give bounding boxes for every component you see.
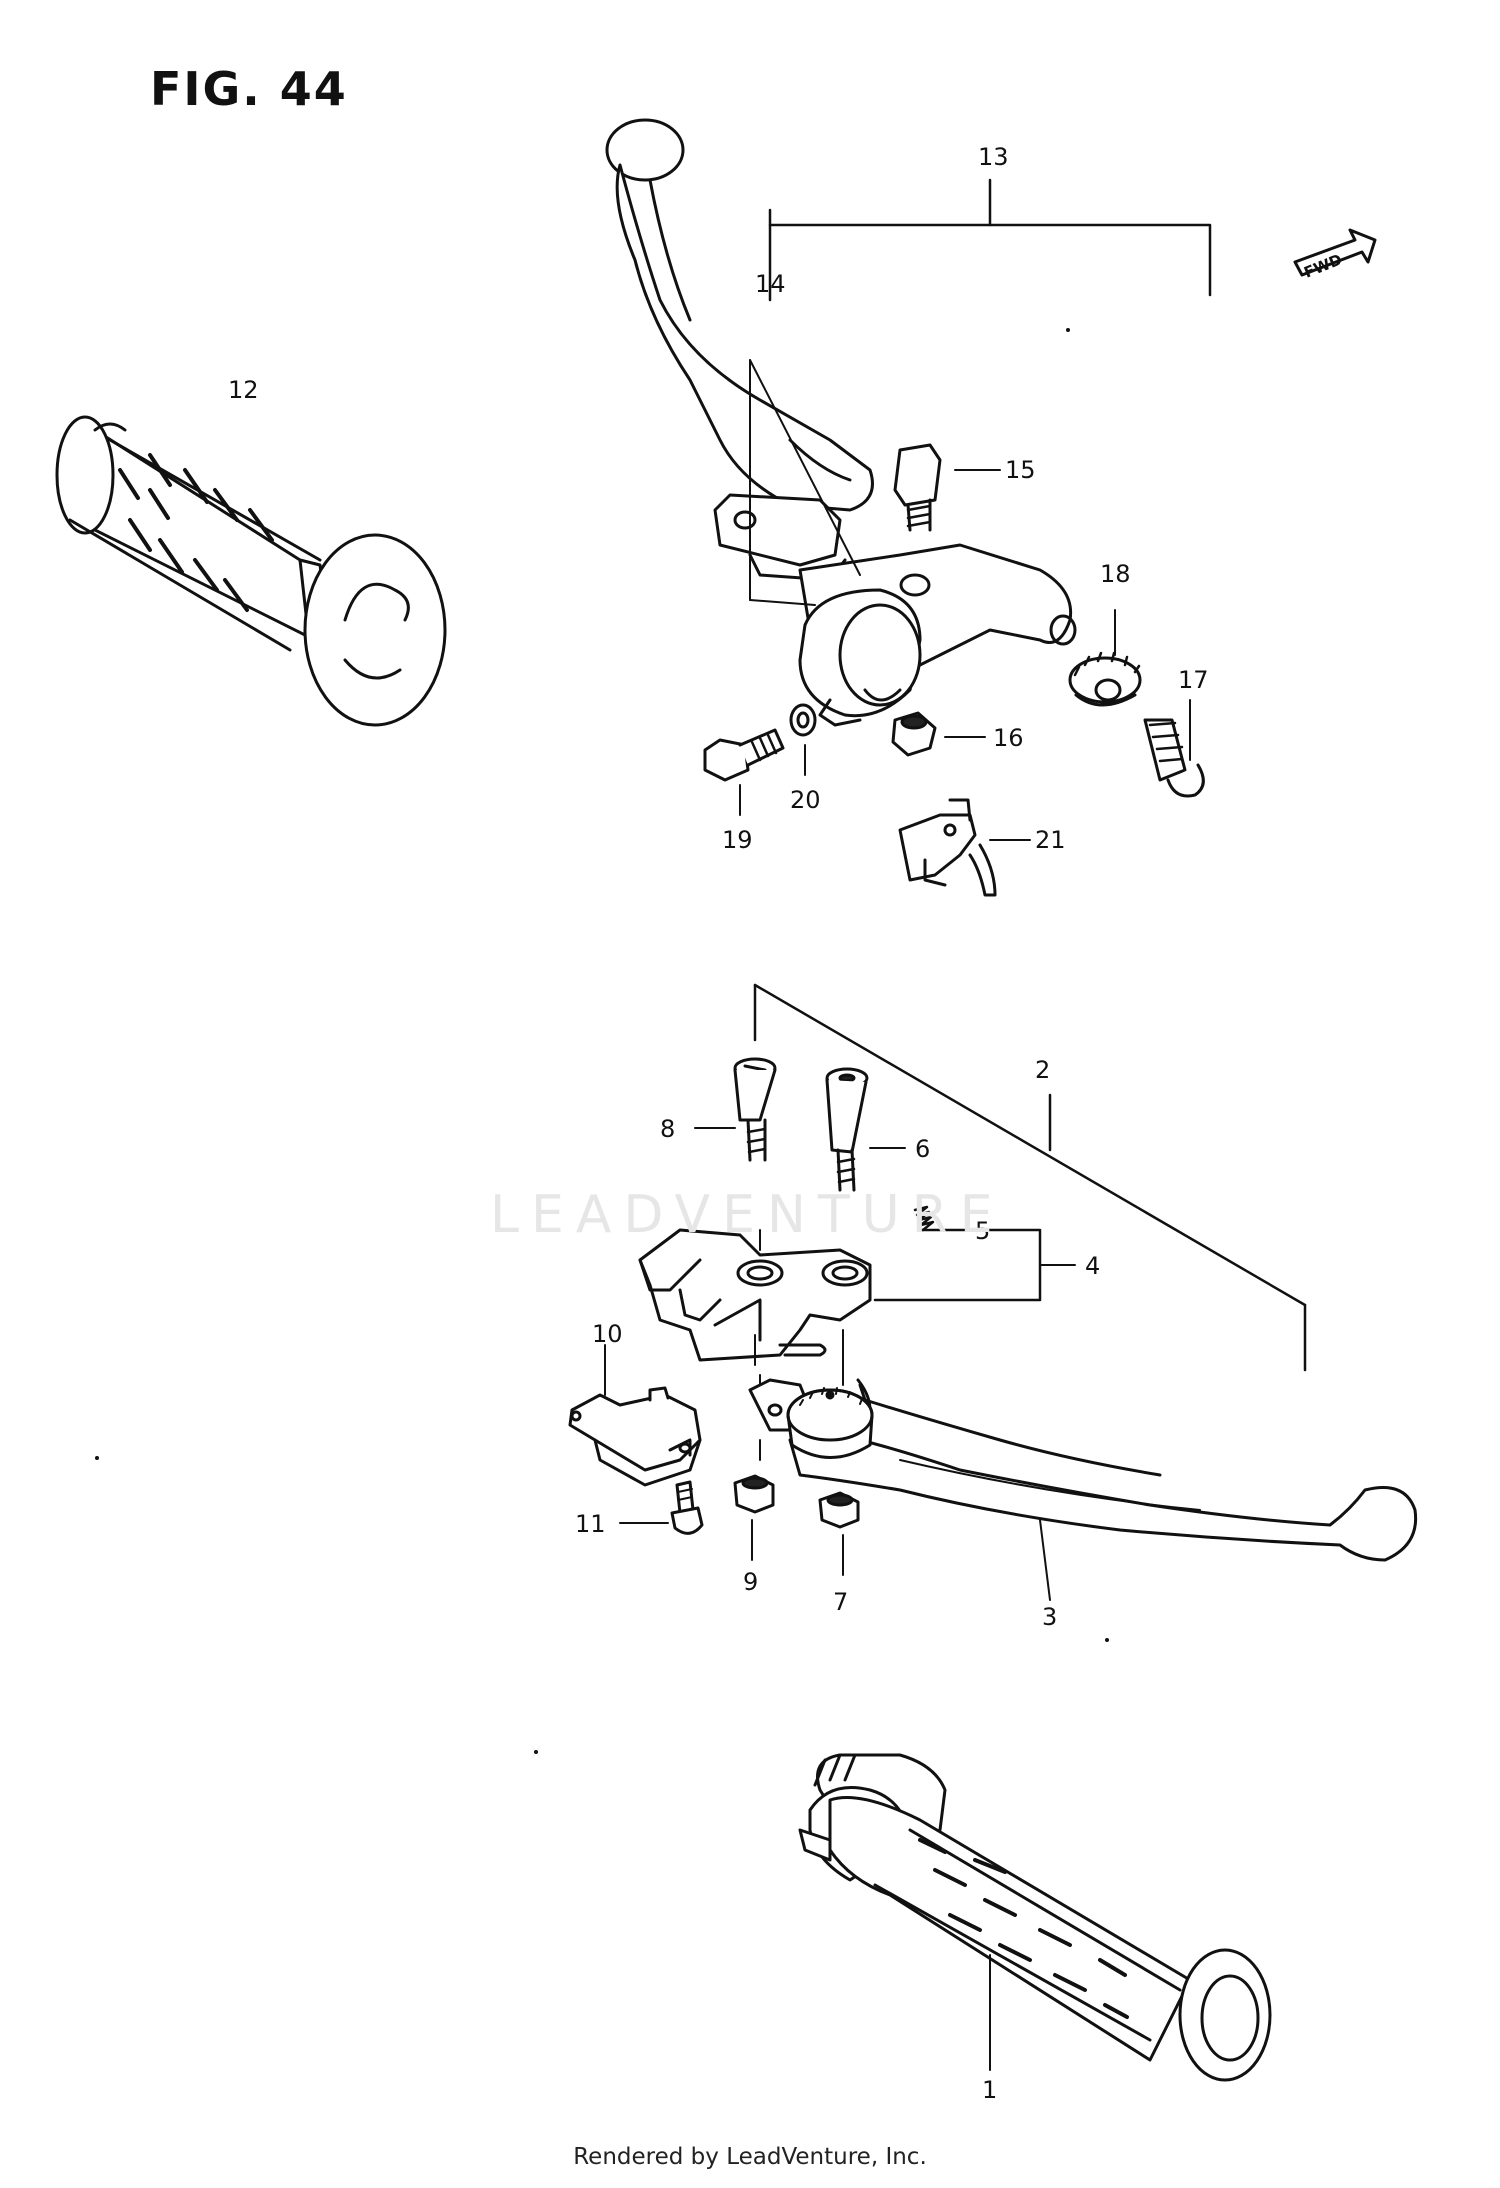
callout-20: 20 — [790, 786, 821, 814]
callout-2: 2 — [1035, 1056, 1050, 1084]
part-11-screw — [619, 1480, 704, 1535]
callout-18: 18 — [1100, 560, 1131, 588]
callout-15: 15 — [1005, 456, 1036, 484]
callout-16: 16 — [993, 724, 1024, 752]
callout-7: 7 — [833, 1588, 848, 1616]
part-13-lever-bracket — [713, 178, 1212, 727]
callout-12: 12 — [228, 376, 259, 404]
part-15-bolt — [893, 443, 1001, 532]
callout-17: 17 — [1178, 666, 1209, 694]
part-21-switch — [898, 798, 1031, 897]
part-1-throttle-grip — [798, 1753, 1272, 2082]
part-18-adjuster-wheel — [1068, 609, 1142, 707]
callout-10: 10 — [592, 1320, 623, 1348]
part-10-switch — [568, 1344, 702, 1487]
callout-1: 1 — [982, 2076, 997, 2104]
callout-21: 21 — [1035, 826, 1066, 854]
callout-5: 5 — [975, 1217, 990, 1245]
callout-6: 6 — [915, 1135, 930, 1163]
callout-3: 3 — [1042, 1603, 1057, 1631]
part-19-bolt — [703, 728, 785, 816]
figure-title: FIG. 44 — [150, 62, 348, 116]
part-9-nut — [733, 1474, 775, 1561]
part-6-pivot-bolt — [825, 1067, 906, 1192]
fwd-arrow — [1293, 228, 1377, 277]
part-8-pivot-bolt — [694, 1057, 777, 1162]
part-4-lever-holder — [638, 1228, 1076, 1461]
part-20-washer — [789, 703, 817, 776]
part-14-upper-lever — [605, 118, 874, 512]
callout-13: 13 — [978, 143, 1009, 171]
callout-8: 8 — [660, 1115, 675, 1143]
watermark: LEADVENTURE — [490, 1185, 1005, 1245]
part-16-nut — [891, 711, 986, 757]
scan-specks — [95, 328, 1109, 1754]
part-2-assembly-lines — [753, 983, 1307, 1372]
callout-9: 9 — [743, 1568, 758, 1596]
part-17-adjuster-screw — [1143, 699, 1205, 798]
callout-14: 14 — [755, 270, 786, 298]
callout-19: 19 — [722, 826, 753, 854]
footer-credit: Rendered by LeadVenture, Inc. — [573, 2144, 927, 2170]
part-7-nut — [818, 1491, 860, 1576]
part-3-lower-lever — [748, 1378, 1418, 1601]
callout-11: 11 — [575, 1510, 606, 1538]
part-12-left-grip — [55, 415, 447, 727]
callout-4: 4 — [1085, 1252, 1100, 1280]
callout-labels: 12 13 14 15 18 17 16 20 19 21 2 8 6 5 4 … — [228, 143, 1345, 2104]
